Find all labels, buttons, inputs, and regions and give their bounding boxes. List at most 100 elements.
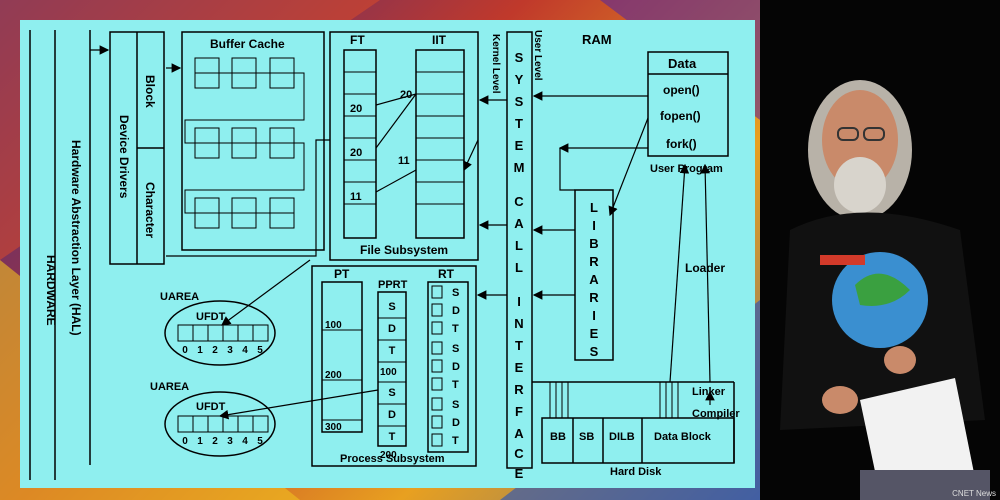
uarea-label-1: UAREA [160,291,199,303]
ufdt-label-2: UFDT [196,401,226,413]
svg-text:T: T [389,431,396,443]
svg-text:D: D [452,305,460,317]
user-level-label: User Level [532,30,543,81]
svg-text:T: T [452,435,459,447]
call-open: open() [663,83,700,97]
device-drivers-label: Device Drivers [117,115,131,199]
ft-value-1: 20 [350,103,362,115]
svg-text:B: B [589,236,598,251]
pprt-value-100: 100 [380,367,397,378]
svg-text:E: E [515,138,524,153]
svg-text:L: L [515,238,523,253]
svg-text:S: S [515,50,524,65]
svg-text:S: S [388,301,395,313]
svg-text:4: 4 [242,345,248,356]
svg-text:R: R [514,382,524,397]
svg-text:R: R [589,254,599,269]
svg-text:3: 3 [227,345,233,356]
system-call-interface-label: S Y S T E M C A L L I N T E R F A C E [514,50,525,481]
pt-value-200: 200 [325,370,342,381]
ufdt-indexes-2: 0 1 2 3 4 5 [182,436,263,447]
svg-text:S: S [590,344,599,359]
diagram-canvas: HARDWARE Hardware Abstraction Layer (HAL… [29,30,740,481]
svg-text:C: C [514,194,524,209]
svg-text:T: T [515,116,523,131]
svg-text:I: I [592,218,596,233]
rt-label: RT [438,267,455,281]
disk-block-bb: BB [550,431,566,443]
svg-text:D: D [452,361,460,373]
block-label: Block [143,75,157,108]
process-subsystem-label: Process Subsystem [340,453,445,465]
hardware-label: HARDWARE [44,255,58,326]
svg-text:L: L [515,260,523,275]
svg-text:I: I [592,308,596,323]
speaker-photo: CNET News [760,0,1000,500]
svg-text:E: E [515,360,524,375]
svg-text:2: 2 [212,345,218,356]
speaker-illustration [760,0,1000,500]
svg-text:0: 0 [182,436,188,447]
hard-disk-label: Hard Disk [610,466,662,478]
svg-text:L: L [590,200,598,215]
buffer-cache-label: Buffer Cache [210,37,285,51]
ft-value-3: 11 [350,191,362,203]
iit-value-2: 11 [398,155,410,167]
svg-text:M: M [514,160,525,175]
svg-text:S: S [452,343,459,355]
disk-block-sb: SB [579,431,594,443]
svg-text:S: S [452,399,459,411]
loader-label: Loader [685,261,725,275]
svg-text:2: 2 [212,436,218,447]
svg-text:T: T [389,345,396,357]
libraries-label: L I B R A R I E S [589,200,599,359]
call-fork: fork() [666,137,697,151]
svg-text:S: S [388,387,395,399]
call-fopen: fopen() [660,109,701,123]
data-label: Data [668,56,697,71]
os-architecture-diagram: HARDWARE Hardware Abstraction Layer (HAL… [20,20,755,488]
ufdt-label-1: UFDT [196,311,226,323]
svg-text:3: 3 [227,436,233,447]
svg-text:F: F [515,404,523,419]
svg-text:S: S [452,287,459,299]
pprt-label: PPRT [378,279,408,291]
pt-label: PT [334,267,350,281]
svg-text:5: 5 [257,345,263,356]
ufdt-indexes-1: 0 1 2 3 4 5 [182,345,263,356]
user-program-label: User Program [650,163,723,175]
uarea-label-2: UAREA [150,381,189,393]
svg-text:D: D [452,417,460,429]
svg-text:E: E [590,326,599,341]
svg-text:D: D [388,323,396,335]
pt-value-300: 300 [325,422,342,433]
disk-block-dilb: DILB [609,431,635,443]
svg-text:T: T [452,379,459,391]
svg-text:Y: Y [515,72,524,87]
svg-text:1: 1 [197,345,203,356]
svg-text:1: 1 [197,436,203,447]
file-subsystem-label: File Subsystem [360,243,448,257]
compiler-label: Compiler [692,408,740,420]
svg-text:5: 5 [257,436,263,447]
pt-value-100: 100 [325,320,342,331]
svg-text:R: R [589,290,599,305]
svg-text:I: I [517,294,521,309]
svg-text:0: 0 [182,345,188,356]
svg-text:C: C [514,446,524,461]
hal-label: Hardware Abstraction Layer (HAL) [69,140,83,336]
svg-text:T: T [452,323,459,335]
ft-label: FT [350,33,365,47]
svg-text:E: E [515,466,524,481]
ft-value-2: 20 [350,147,362,159]
disk-block-data: Data Block [654,431,712,443]
character-label: Character [143,182,157,238]
svg-text:N: N [514,316,523,331]
watermark-label: CNET News [952,489,996,498]
svg-text:A: A [514,426,524,441]
kernel-level-label: Kernel Level [490,34,501,94]
rt-cells: S D T S D T S D T [452,287,460,447]
svg-text:A: A [589,272,599,287]
svg-text:D: D [388,409,396,421]
pprt-value-200: 200 [380,450,397,461]
